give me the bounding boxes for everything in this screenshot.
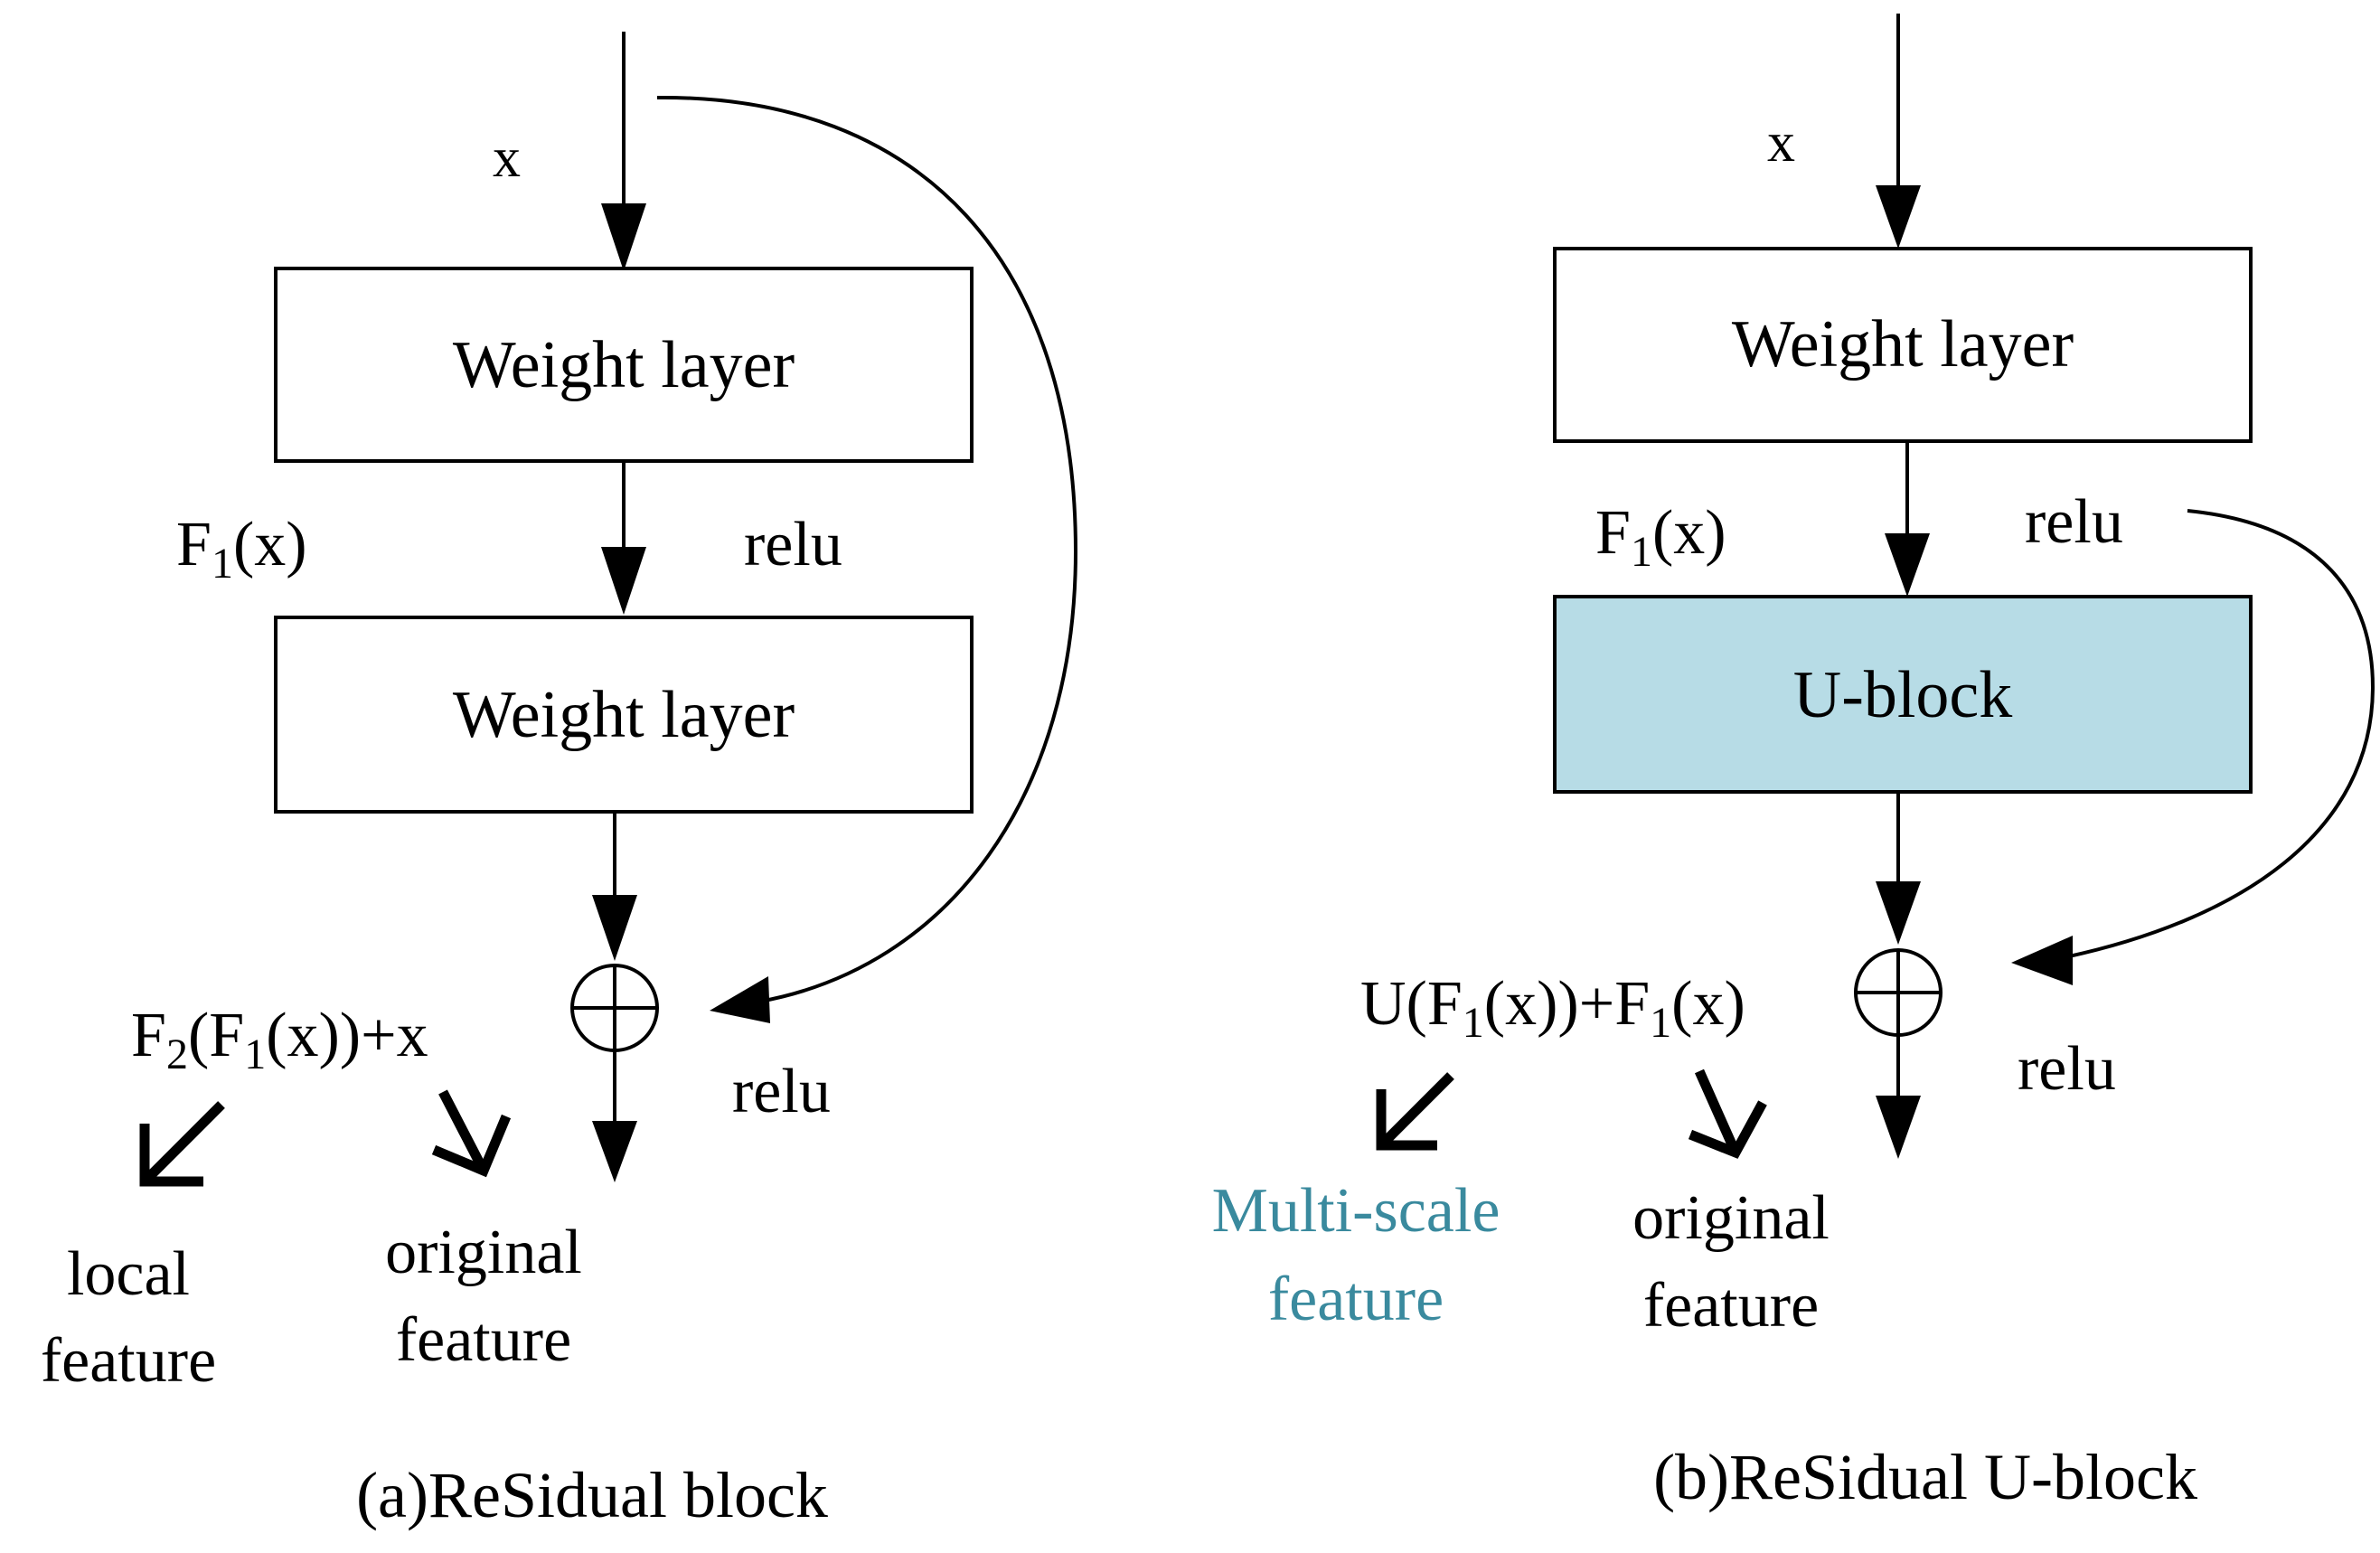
original-feature-b-line2: feature	[1643, 1271, 1819, 1341]
output-arrow-head-b	[1876, 1096, 1921, 1159]
local-feature-arrow	[141, 1101, 225, 1185]
skip-connection-head-b	[2011, 936, 2073, 985]
relu-out-label-b: relu	[2018, 1034, 2116, 1104]
local-feature-arrow-head	[139, 1124, 203, 1187]
original-feature-arrow-b-head	[1688, 1100, 1767, 1159]
mid-arrow-head	[601, 547, 646, 615]
f1-label-b: F1(x)	[1595, 498, 1726, 576]
skip-connection-b	[2051, 509, 2375, 962]
multiscale-arrow	[1378, 1072, 1454, 1149]
original-feature-arrow-head	[431, 1114, 512, 1178]
multiscale-feature-line2: feature	[1268, 1265, 1444, 1334]
sum-in-arrow-head-b	[1876, 881, 1921, 945]
original-feature-b-line1: original	[1632, 1183, 1830, 1253]
relu-mid-label: relu	[744, 510, 842, 579]
original-feature-arrow	[438, 1089, 488, 1173]
f1-label: F1(x)	[176, 510, 307, 588]
skip-connection-head	[710, 976, 770, 1023]
output-arrow-head	[592, 1121, 637, 1182]
mid-arrow-head-b	[1885, 533, 1930, 597]
weight-layer-1-label: Weight layer	[453, 328, 795, 402]
sum-in-arrow-head	[592, 895, 637, 961]
input-arrow-head	[601, 203, 646, 271]
relu-out-label: relu	[732, 1057, 831, 1126]
multiscale-feature-line1: Multi-scale	[1212, 1176, 1500, 1246]
weight-layer-2-label: Weight layer	[453, 678, 795, 752]
sum-label: F2(F1(x))+x	[131, 1001, 428, 1078]
local-feature-line2: feature	[41, 1326, 216, 1396]
panel-a: x Weight layer F1(x) relu Weight layer F…	[41, 32, 1078, 1531]
original-feature-arrow-b	[1694, 1068, 1741, 1155]
u-block	[1553, 595, 2253, 794]
weight-layer-b-label: Weight layer	[1732, 307, 2074, 381]
u-block-label: U-block	[1793, 658, 2013, 732]
original-feature-line2: feature	[396, 1305, 571, 1375]
input-arrow-head-b	[1876, 185, 1921, 249]
weight-layer-b	[1553, 247, 2253, 443]
caption-b: (b)ReSidual U-block	[1653, 1441, 2197, 1513]
weight-layer-2	[274, 616, 974, 814]
caption-a: (a)ReSidual block	[356, 1459, 828, 1531]
sum-label-b: U(F1(x))+F1(x)	[1360, 969, 1745, 1047]
input-label-b: x	[1767, 112, 1795, 174]
relu-mid-label-b: relu	[2025, 487, 2123, 557]
local-feature-line1: local	[67, 1239, 190, 1309]
multiscale-arrow-head	[1376, 1089, 1437, 1151]
original-feature-line1: original	[385, 1218, 582, 1287]
panel-b: x Weight layer F1(x) relu U-block U(F1(x…	[1212, 14, 2375, 1513]
skip-connection	[656, 95, 1078, 1003]
input-label: x	[493, 127, 521, 189]
